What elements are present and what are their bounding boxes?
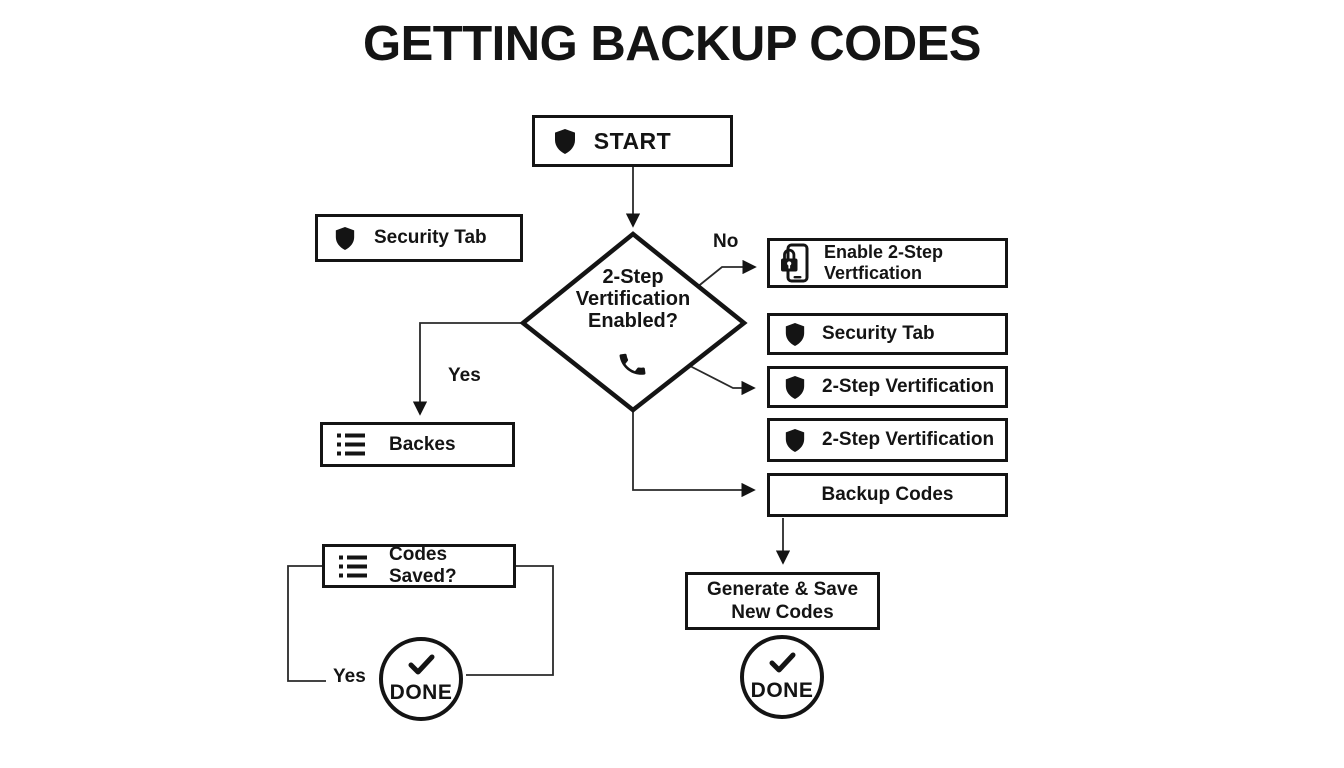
edge-label-yes-decision: Yes bbox=[446, 365, 483, 386]
decision-line-1: 2-Step bbox=[602, 266, 664, 288]
decision-diamond-shape bbox=[519, 231, 748, 413]
security-tab-left-node: Security Tab bbox=[315, 214, 523, 262]
decision-line-2: Vertification bbox=[575, 288, 691, 310]
enable-two-step-node: Enable 2-Step Vertfication bbox=[767, 238, 1008, 288]
edge-label-yes-done: Yes bbox=[331, 666, 368, 687]
two-step-verification-label-1: 2-Step Vertification bbox=[822, 376, 995, 397]
edge-decision-to-two-step bbox=[689, 365, 756, 396]
list-icon bbox=[337, 433, 365, 456]
enable-two-step-line-2: Vertfication bbox=[824, 263, 923, 283]
backup-codes-node: Backup Codes bbox=[767, 473, 1008, 517]
done-right-label: DONE bbox=[750, 678, 814, 702]
security-tab-left-label: Security Tab bbox=[374, 227, 487, 248]
edge-no-to-enable bbox=[695, 259, 757, 289]
security-tab-right-node: Security Tab bbox=[767, 313, 1008, 355]
check-icon bbox=[408, 654, 435, 681]
shield-icon bbox=[553, 128, 577, 155]
done-left-node: DONE bbox=[379, 637, 463, 721]
done-right-node: DONE bbox=[740, 635, 824, 719]
decision-line-3: Enabled? bbox=[587, 310, 678, 332]
security-tab-right-label: Security Tab bbox=[822, 323, 935, 344]
enable-two-step-line-1: Enable 2-Step bbox=[824, 242, 944, 262]
two-step-verification-node-2: 2-Step Vertification bbox=[767, 418, 1008, 462]
enable-two-step-label: Enable 2-Step Vertfication bbox=[824, 242, 943, 284]
phone-icon bbox=[617, 349, 648, 385]
shield-icon bbox=[334, 226, 356, 251]
shield-icon bbox=[784, 428, 806, 453]
two-step-verification-label-2: 2-Step Vertification bbox=[822, 429, 995, 450]
start-node: START bbox=[532, 115, 733, 167]
two-step-verification-node-1: 2-Step Vertification bbox=[767, 366, 1008, 408]
codes-saved-node: Codes Saved? bbox=[322, 544, 516, 588]
list-icon bbox=[339, 555, 367, 578]
edge-yes-to-backes bbox=[412, 322, 523, 416]
start-label: START bbox=[593, 127, 672, 154]
codes-saved-label: Codes Saved? bbox=[389, 544, 457, 587]
generate-save-line-2: New Codes bbox=[731, 602, 834, 623]
shield-icon bbox=[784, 375, 806, 400]
edge-label-no: No bbox=[711, 231, 741, 252]
backes-node: Backes bbox=[320, 422, 515, 467]
done-left-label: DONE bbox=[389, 680, 453, 704]
check-icon bbox=[769, 652, 796, 679]
backes-label: Backes bbox=[389, 433, 456, 455]
page-title: GETTING BACKUP CODES bbox=[363, 17, 981, 71]
edge-codes-saved-left-bracket bbox=[287, 565, 326, 682]
generate-save-node: Generate & Save New Codes bbox=[685, 572, 880, 630]
generate-save-line-1: Generate & Save bbox=[706, 579, 859, 600]
decision-node: 2-Step Vertification Enabled? bbox=[553, 266, 713, 332]
edge-decision-to-backup-codes bbox=[632, 411, 756, 498]
edge-codes-saved-right-bracket bbox=[466, 565, 554, 676]
backup-codes-label: Backup Codes bbox=[821, 484, 954, 505]
shield-icon bbox=[784, 322, 806, 347]
phone-lock-icon bbox=[780, 243, 810, 283]
